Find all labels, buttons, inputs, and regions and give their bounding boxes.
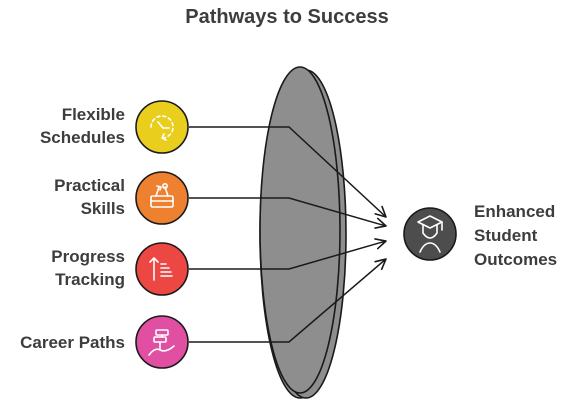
diagram-title: Pathways to Success [185,6,388,28]
connector-flexible-schedules [189,126,387,218]
lens [259,66,347,399]
input-label-line: Schedules [40,128,125,147]
output-circle [403,207,457,261]
input-circle [135,242,189,296]
input-practical-skills: Practical Skills [54,171,189,225]
input-career-paths: Career Paths [20,315,189,369]
connector-progress-tracking [189,238,387,270]
clock-arrow-icon [150,115,174,141]
input-label-line: Progress [51,247,125,266]
input-label-line: Skills [81,199,125,218]
input-flexible-schedules: Flexible Schedules [40,100,189,154]
progress-list-icon [149,257,173,281]
connectors [189,126,387,343]
signpost-icon [148,329,175,356]
input-label-line: Tracking [55,270,125,289]
input-label-line: Career Paths [20,333,125,352]
output-label-line: Student [474,226,538,245]
output-label-line: Outcomes [474,250,557,269]
input-label-line: Practical [54,176,125,195]
connector-practical-skills [189,197,387,229]
output-label-line: Enhanced [474,202,555,221]
input-circle [135,171,189,225]
input-label-line: Flexible [62,105,125,124]
toolbox-icon [150,183,174,208]
graduate-icon [417,215,443,253]
input-progress-tracking: Progress Tracking [51,242,189,296]
output-enhanced-student-outcomes: Enhanced Student Outcomes [403,202,557,269]
connector-career-paths [189,258,387,343]
